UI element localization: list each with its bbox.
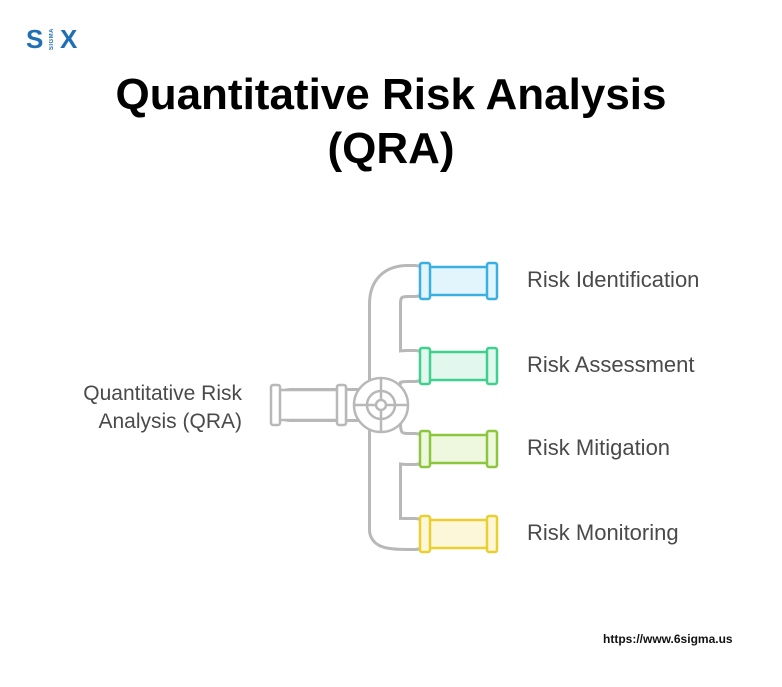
branch-pipe-body	[422, 518, 496, 550]
valve-center	[374, 398, 388, 412]
branch-flange-left	[418, 261, 432, 301]
title-line-2: (QRA)	[327, 124, 455, 173]
branch-pipe-assessment	[418, 346, 499, 386]
branch-pipe-monitoring	[418, 514, 499, 554]
branch-pipe-body	[422, 433, 496, 465]
inlet-pipe	[269, 383, 348, 427]
title-line-1: Quantitative Risk Analysis	[115, 70, 667, 119]
branch-pipe-body	[422, 350, 496, 382]
branch-label-assessment: Risk Assessment	[527, 352, 695, 377]
branch-pipe-mitigation	[418, 429, 499, 469]
inlet-pipe-body	[274, 388, 348, 422]
branch-label-identification: Risk Identification	[527, 267, 700, 292]
branch-pipe-identification	[418, 261, 499, 301]
branch-flange-left	[418, 514, 432, 554]
branch-flange-right	[485, 261, 499, 301]
valve-hub	[352, 376, 410, 434]
source-label: Quantitative Risk Analysis (QRA)	[42, 380, 242, 436]
branch-flange-left	[418, 429, 432, 469]
source-label-line-2: Analysis (QRA)	[98, 410, 242, 433]
page-title: Quantitative Risk Analysis (QRA)	[0, 68, 782, 176]
branch-label-mitigation: Risk Mitigation	[527, 435, 671, 460]
pipe-network-inner	[276, 267, 429, 548]
branch-pipe-body	[422, 265, 496, 297]
inlet-flange-left	[269, 383, 282, 427]
branch-label-monitoring: Risk Monitoring	[527, 520, 679, 545]
branch-flange-right	[485, 514, 499, 554]
sixsigma-logo: S SIGMA X	[26, 24, 84, 58]
source-label-line-1: Quantitative Risk	[83, 382, 242, 405]
branch-flange-right	[485, 429, 499, 469]
branch-flange-left	[418, 346, 432, 386]
logo-letter-s: S	[26, 24, 44, 54]
inlet-flange-right	[335, 383, 348, 427]
branch-flange-right	[485, 346, 499, 386]
source-url: https://www.6sigma.us	[603, 632, 733, 646]
logo-letter-x: X	[60, 24, 78, 54]
